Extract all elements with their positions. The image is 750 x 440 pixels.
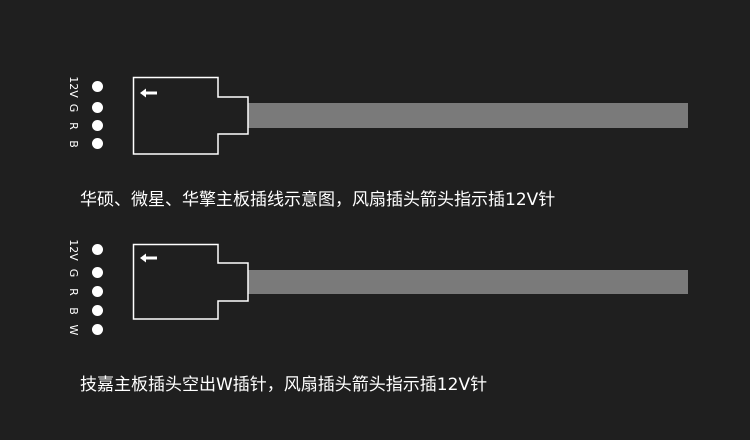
fan-connector-2 xyxy=(132,243,688,320)
pin-label: B xyxy=(67,307,80,315)
pin-row: B xyxy=(62,304,112,318)
pin-dot xyxy=(92,138,103,149)
fan-cable xyxy=(248,103,688,128)
pin-dot xyxy=(92,267,103,278)
pin-dot xyxy=(92,324,103,335)
pin-row: G xyxy=(62,101,112,115)
pin-label: R xyxy=(67,288,80,296)
caption-1: 华硕、微星、华擎主板插线示意图，风扇插头箭头指示插12V针 xyxy=(80,190,556,210)
pin-dot xyxy=(92,102,103,113)
pin-row: W xyxy=(62,323,112,337)
pin-row: 12V xyxy=(62,76,112,98)
connector-housing xyxy=(132,76,249,155)
fan-connector-1 xyxy=(132,76,688,155)
pin-label: W xyxy=(67,324,80,336)
caption-2: 技嘉主板插头空出W插针，风扇插头箭头指示插12V针 xyxy=(80,375,488,395)
pin-label: B xyxy=(67,140,80,148)
pin-row: G xyxy=(62,266,112,280)
pin-dot xyxy=(92,286,103,297)
connector-housing xyxy=(132,243,249,320)
pin-dot xyxy=(92,120,103,131)
pin-label: G xyxy=(67,268,80,278)
pin-row: 12V xyxy=(62,239,112,261)
arrow-left-icon xyxy=(140,253,157,263)
pin-row: B xyxy=(62,137,112,151)
pin-dot xyxy=(92,81,103,92)
arrow-left-icon xyxy=(140,88,157,98)
fan-cable xyxy=(248,270,688,294)
pin-row: R xyxy=(62,119,112,133)
pin-label: R xyxy=(67,122,80,130)
pin-label: 12V xyxy=(67,239,80,261)
pin-row: R xyxy=(62,285,112,299)
pin-label: G xyxy=(67,103,80,113)
pin-dot xyxy=(92,244,103,255)
pin-dot xyxy=(92,305,103,316)
pin-label: 12V xyxy=(67,76,80,98)
